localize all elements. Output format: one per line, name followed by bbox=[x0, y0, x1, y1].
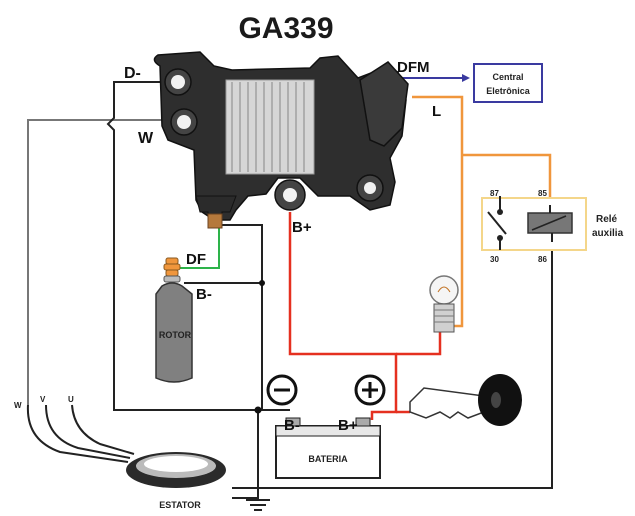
central-eletronica-box: Central Eletrônica bbox=[473, 63, 543, 103]
label-df: DF bbox=[186, 251, 206, 268]
phase-w-label: W bbox=[14, 401, 22, 410]
relay-pin-30: 30 bbox=[490, 255, 499, 264]
wire-relay-orange bbox=[462, 153, 552, 212]
warning-lamp bbox=[429, 275, 459, 333]
label-d-minus: D- bbox=[124, 65, 141, 82]
label-w: W bbox=[138, 130, 154, 147]
wire-w-gray bbox=[27, 119, 176, 405]
relay-label-line2: auxilia bbox=[592, 228, 624, 239]
phase-u-label: U bbox=[68, 395, 74, 404]
phase-v-label: V bbox=[40, 395, 46, 404]
relay-pin-86: 86 bbox=[538, 255, 547, 264]
wire-lamp-red bbox=[396, 326, 442, 356]
central-label-line1: Central bbox=[492, 72, 523, 82]
label-dfm: DFM bbox=[397, 59, 430, 76]
wire-regulator-minus bbox=[216, 224, 263, 410]
brush bbox=[207, 213, 223, 229]
wire-l-orange bbox=[412, 95, 464, 328]
ground-symbol bbox=[246, 499, 270, 511]
rotor-label: ROTOR bbox=[159, 330, 192, 340]
stator bbox=[26, 404, 226, 488]
wire-df-green bbox=[178, 228, 220, 269]
battery-plus-label: B+ bbox=[338, 417, 358, 434]
label-b-minus-rotor: B- bbox=[196, 286, 212, 303]
relay-pin-87: 87 bbox=[490, 189, 499, 198]
voltage-regulator bbox=[153, 51, 409, 229]
stator-label: ESTATOR bbox=[159, 500, 201, 510]
battery-label: BATERIA bbox=[308, 454, 348, 464]
label-b-plus-regulator: B+ bbox=[292, 219, 312, 236]
wire-d-minus bbox=[106, 81, 258, 411]
wire-relay-86 bbox=[232, 240, 553, 489]
auxiliary-relay bbox=[481, 196, 587, 251]
rotor bbox=[155, 257, 193, 383]
relay-pin-85: 85 bbox=[538, 189, 547, 198]
ignition-key bbox=[409, 374, 522, 426]
battery bbox=[266, 374, 386, 479]
junction-dot bbox=[259, 280, 265, 286]
wire-b-plus-red bbox=[288, 212, 398, 420]
battery-minus-label: B- bbox=[284, 417, 300, 434]
label-l: L bbox=[432, 103, 441, 120]
junction-dot bbox=[254, 406, 262, 414]
dfm-arrow bbox=[462, 74, 470, 82]
relay-label-line1: Relé bbox=[596, 214, 618, 225]
diagram-title: GA339 bbox=[238, 12, 333, 45]
central-label-line2: Eletrônica bbox=[486, 86, 531, 96]
